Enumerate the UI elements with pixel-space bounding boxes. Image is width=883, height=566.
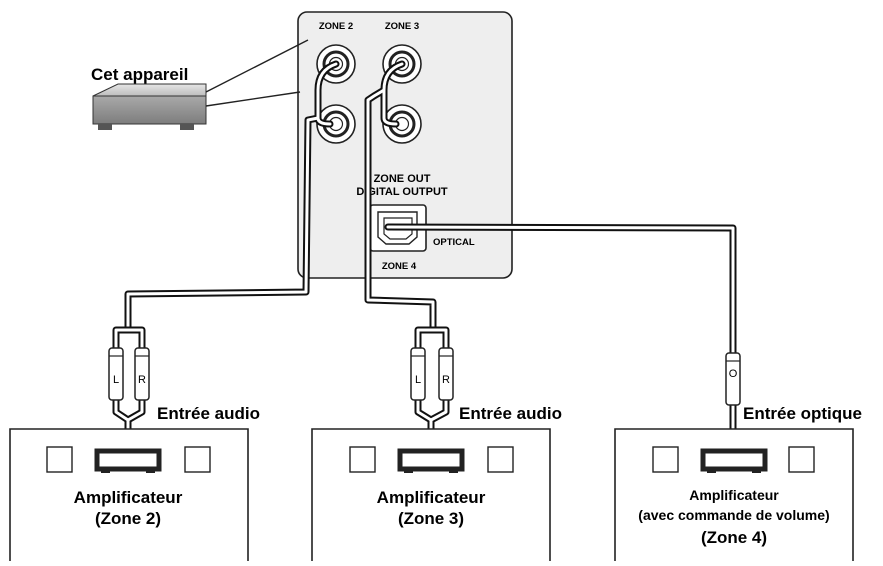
- amplifier-zone4: Amplificateur (avec commande de volume) …: [614, 428, 854, 561]
- optical-label: OPTICAL: [433, 237, 475, 248]
- rca-plug-zone2-left: L: [108, 347, 124, 401]
- input-label-zone3: Entrée audio: [459, 404, 562, 423]
- amp-subtitle: (avec commande de volume): [638, 507, 829, 523]
- rear-panel-outline: [297, 11, 513, 279]
- rca-plug-zone2-right: R: [134, 347, 150, 401]
- amp-knob-left: [46, 446, 73, 473]
- plug-label-r: R: [442, 374, 450, 386]
- rear-panel: ZONE 2 ZONE 3 ZONE OUT DIGITAL OUTPUT: [297, 11, 513, 279]
- input-label-zone2: Entrée audio: [157, 404, 260, 423]
- digital-output-label: DIGITAL OUTPUT: [356, 186, 448, 198]
- amp-zone: (Zone 4): [701, 528, 767, 547]
- amp-zone: (Zone 2): [95, 509, 161, 528]
- optical-plug: O: [725, 352, 741, 406]
- amp-input-jack: [700, 448, 768, 472]
- cable-zone2: [112, 60, 340, 440]
- plug-label-r: R: [138, 374, 146, 386]
- rca-plug-zone3-left: L: [410, 347, 426, 401]
- rca-plug-zone3-right: R: [438, 347, 454, 401]
- amp-input-jack: [397, 448, 465, 472]
- zone4-label: ZONE 4: [382, 261, 417, 272]
- amp-knob-right: [788, 446, 815, 473]
- amplifier-zone2: Amplificateur (Zone 2): [9, 428, 249, 561]
- plug-label-l: L: [113, 374, 119, 386]
- amp-input-jack: [94, 448, 162, 472]
- cable-zone3: [364, 60, 450, 440]
- plug-label-l: L: [415, 374, 421, 386]
- zone3-label: ZONE 3: [385, 21, 419, 32]
- zone2-label: ZONE 2: [319, 21, 353, 32]
- source-device: Cet appareil: [91, 39, 309, 130]
- amp-knob-left: [652, 446, 679, 473]
- input-label-zone4: Entrée optique: [743, 404, 862, 423]
- amp-knob-right: [184, 446, 211, 473]
- amp-title: Amplificateur: [689, 487, 779, 503]
- amp-zone: (Zone 3): [398, 509, 464, 528]
- amplifier-zone3: Amplificateur (Zone 3): [311, 428, 551, 561]
- amp-knob-left: [349, 446, 376, 473]
- plug-label-o: O: [729, 368, 738, 380]
- amp-knob-right: [487, 446, 514, 473]
- amp-title: Amplificateur: [74, 488, 183, 507]
- amp-title: Amplificateur: [377, 488, 486, 507]
- zone-out-label: ZONE OUT: [374, 173, 431, 185]
- device-label: Cet appareil: [91, 65, 188, 84]
